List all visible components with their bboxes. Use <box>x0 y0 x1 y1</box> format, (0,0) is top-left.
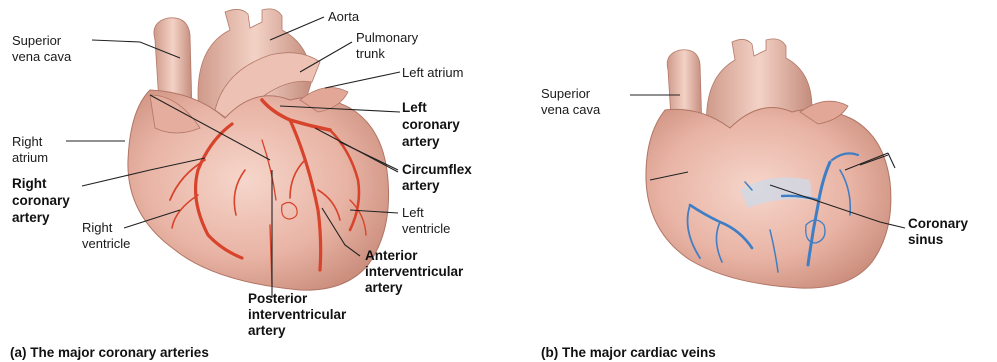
label-svc-b: Superior vena cava <box>541 86 601 117</box>
label-left-atrium: Left atrium <box>402 65 463 80</box>
label-right-atrium: Right atrium <box>12 134 48 165</box>
caption-b: (b) The major cardiac veins <box>541 345 716 360</box>
label-left-coronary-artery: Left coronary artery <box>402 100 464 149</box>
label-posterior-interventricular-artery: Posterior interventricular artery <box>248 291 350 338</box>
label-anterior-interventricular-artery: Anterior interventricular artery <box>365 248 467 295</box>
label-coronary-sinus: Coronary sinus <box>908 216 972 247</box>
label-svc-a: Superior vena cava <box>12 33 72 64</box>
label-right-ventricle: Right ventricle <box>82 220 130 251</box>
label-aorta: Aorta <box>328 9 360 24</box>
label-circumflex-artery: Circumflex artery <box>402 162 476 193</box>
heart-b <box>646 39 891 288</box>
label-left-ventricle: Left ventricle <box>402 205 450 236</box>
label-right-coronary-artery: Right coronary artery <box>12 176 74 225</box>
caption-a: (a) The major coronary arteries <box>10 345 209 360</box>
label-pulmonary-trunk: Pulmonary trunk <box>356 30 422 61</box>
